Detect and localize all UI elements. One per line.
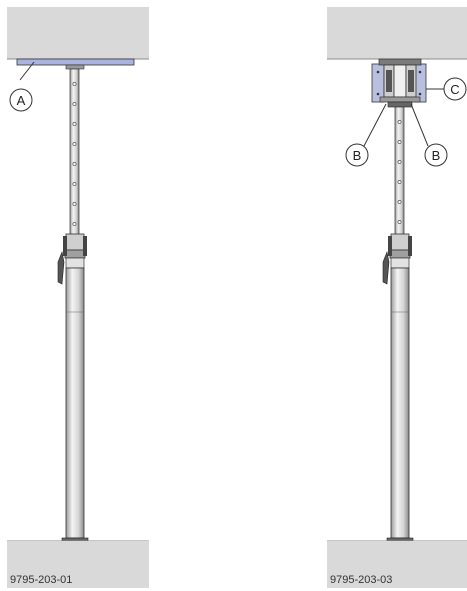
adjusting-nut (382, 233, 412, 285)
callout-c-label: C (450, 82, 459, 97)
ceiling-slab (327, 7, 467, 59)
outer-tube (65, 267, 85, 539)
callout-b-left-label: B (353, 148, 362, 163)
callout-c-circle (443, 77, 467, 101)
bracket-c (371, 63, 427, 103)
callout-a-label: A (17, 93, 26, 108)
callout-a-leader (19, 61, 35, 81)
head-plate-stem (65, 64, 85, 70)
inner-tube (69, 68, 80, 242)
callout-b-left-leader (363, 103, 387, 147)
figure-left: A 9795-203-01 (7, 7, 149, 588)
ceiling-slab (7, 7, 149, 59)
callout-a-circle (9, 88, 33, 112)
callout-b-right-label: B (432, 148, 441, 163)
adjusting-nut (57, 233, 87, 285)
inner-tube-holes (397, 120, 402, 224)
inner-tube-holes (72, 82, 77, 226)
figure-code-left: 9795-203-01 (10, 574, 72, 586)
head-assembly (378, 58, 422, 108)
callout-b-right-leader (410, 103, 429, 147)
callout-b-right-circle (424, 143, 448, 167)
head-plate-a (16, 58, 135, 66)
floor-slab (327, 541, 467, 588)
figure-right: B B C 9795-203-03 (327, 7, 467, 588)
outer-tube (390, 267, 410, 539)
figure-code-right: 9795-203-03 (330, 574, 392, 586)
callout-b-left-circle (345, 143, 369, 167)
floor-slab (7, 541, 149, 588)
